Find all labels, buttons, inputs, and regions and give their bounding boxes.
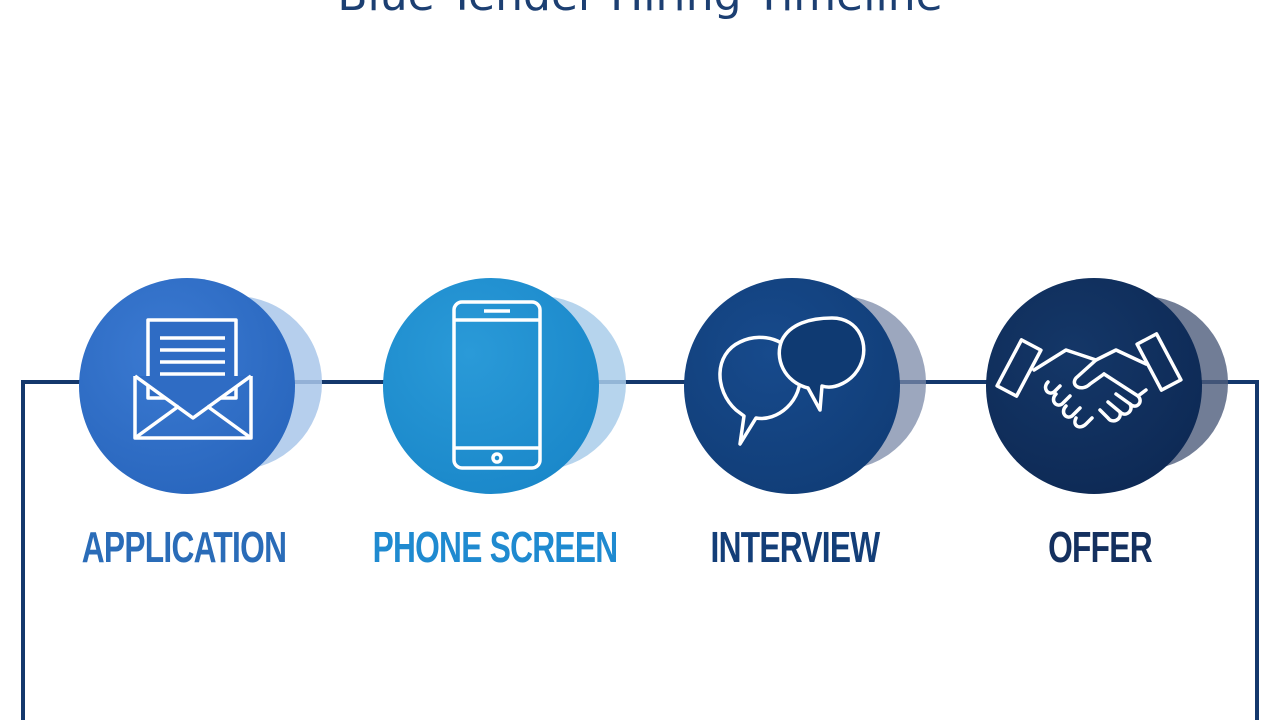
speech-bubbles-icon	[718, 316, 866, 446]
step-label-application: APPLICATION	[81, 523, 287, 572]
envelope-letter-icon	[133, 318, 253, 440]
smartphone-icon	[452, 300, 542, 470]
step-circle-offer	[986, 278, 1202, 494]
step-circle-phone-screen	[383, 278, 599, 494]
step-circle-interview	[684, 278, 900, 494]
step-label-offer: OFFER	[1048, 523, 1152, 572]
step-label-phone-screen: PHONE SCREEN	[372, 523, 619, 572]
timeline-connector-frame	[21, 380, 1259, 720]
step-circle-application	[79, 278, 295, 494]
page-title: Blue Tender Hiring Timeline	[0, 0, 1280, 21]
step-label-interview: INTERVIEW	[710, 523, 881, 572]
handshake-icon	[995, 332, 1183, 429]
